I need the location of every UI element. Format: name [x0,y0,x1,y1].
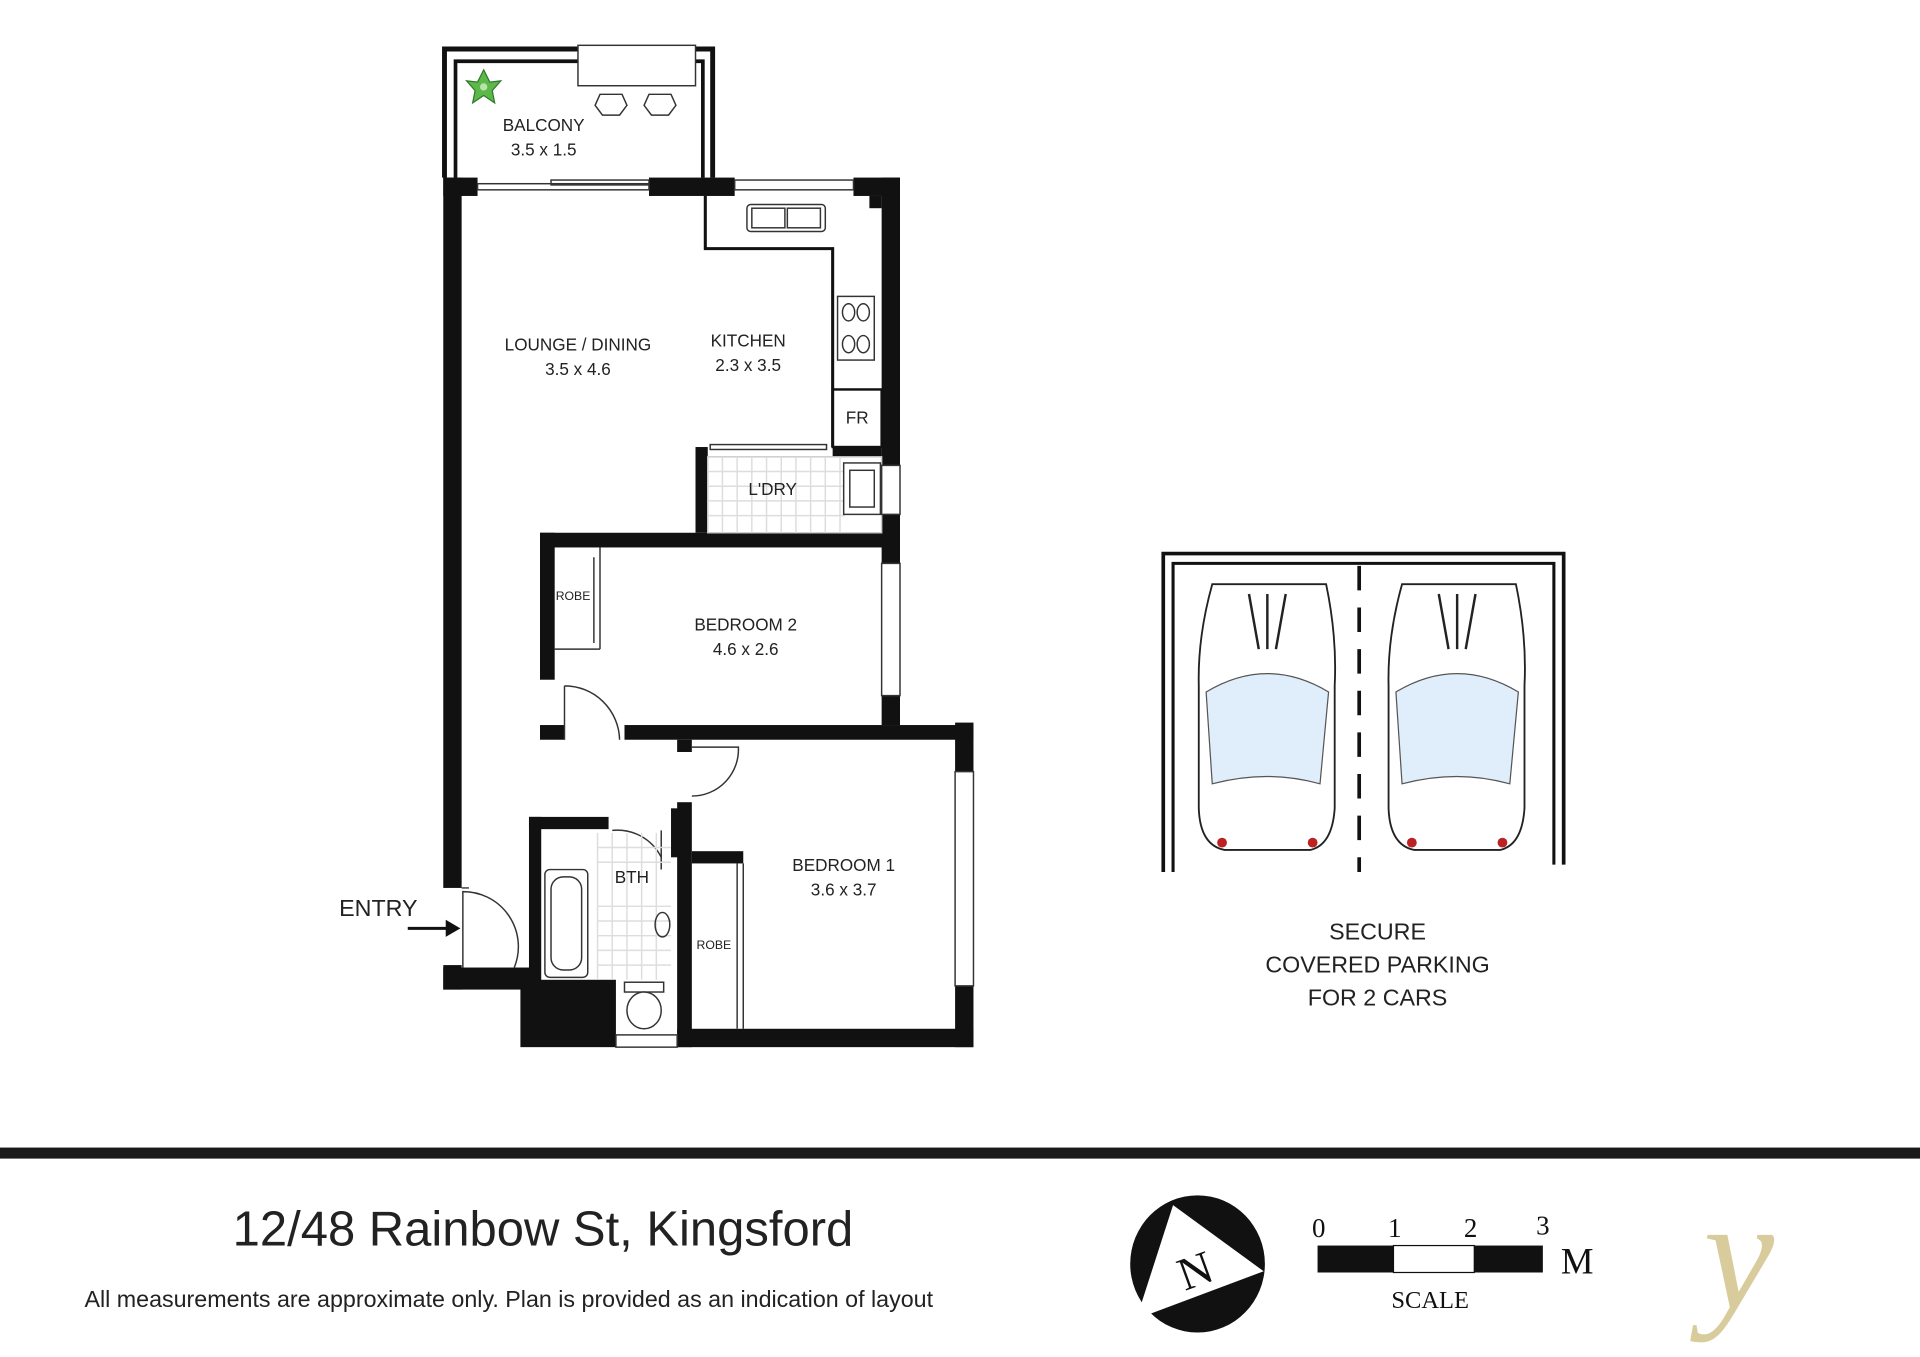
room-label-bath: BTH [615,867,649,887]
walls [442,46,974,1048]
room-label-bedroom1: BEDROOM 1 [792,855,895,875]
svg-text:2: 2 [1464,1213,1477,1243]
svg-text:1: 1 [1388,1213,1401,1243]
footer-divider [0,1147,1920,1159]
room-label-robe2: ROBE [556,589,591,603]
room-label-robe1: ROBE [697,938,732,952]
parking-line3: FOR 2 CARS [1308,985,1448,1011]
entry-arrow-icon [407,919,461,937]
room-size-bedroom2: 4.6 x 2.6 [713,639,779,659]
disclaimer: All measurements are approximate only. P… [84,1286,933,1312]
fixtures [461,44,975,1048]
svg-text:M: M [1561,1241,1594,1282]
scale-bar: 0 1 2 3 M SCALE [1312,1211,1593,1314]
room-label-fridge: FR [846,408,869,428]
room-size-lounge: 3.5 x 4.6 [545,359,611,379]
company-logo: y [1689,1167,1774,1343]
plant-icon [465,68,503,105]
room-size-bedroom1: 3.6 x 3.7 [811,879,877,899]
parking: SECURE COVERED PARKING FOR 2 CARS [1161,551,1566,1011]
north-arrow-icon: N [1130,1195,1265,1333]
car-icon [1197,583,1337,851]
entry-label: ENTRY [339,895,417,921]
svg-text:3: 3 [1536,1211,1549,1241]
room-size-kitchen: 2.3 x 3.5 [715,355,781,375]
room-label-kitchen: KITCHEN [711,331,786,351]
svg-text:SCALE: SCALE [1391,1287,1469,1314]
room-label-balcony: BALCONY [503,115,585,135]
parking-line2: COVERED PARKING [1265,951,1489,977]
address-title: 12/48 Rainbow St, Kingsford [233,1203,854,1257]
car-icon [1387,583,1526,851]
room-label-lounge: LOUNGE / DINING [505,334,652,354]
parking-line1: SECURE [1329,918,1426,944]
room-label-bedroom2: BEDROOM 2 [694,615,797,635]
svg-text:0: 0 [1312,1213,1325,1243]
room-label-laundry: L'DRY [748,479,797,499]
room-size-balcony: 3.5 x 1.5 [511,140,577,160]
